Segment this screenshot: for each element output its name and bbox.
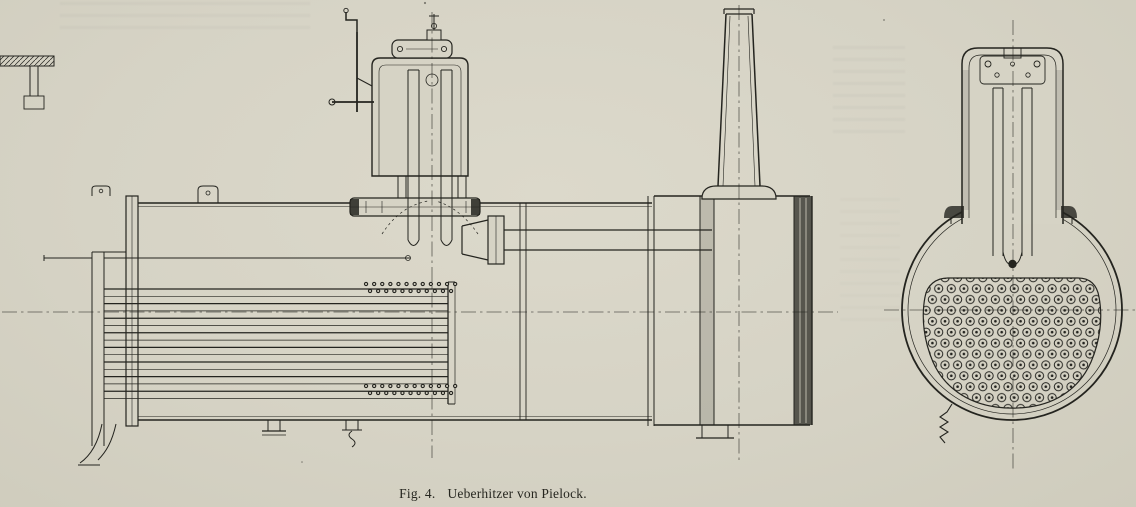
fire-tubes <box>104 281 456 405</box>
drain-cock <box>938 403 953 444</box>
housing-foot <box>944 206 964 218</box>
superheater-housing <box>961 47 1064 224</box>
down-pipes <box>992 87 1033 269</box>
boiler-barrel <box>104 185 652 448</box>
figure-caption: Fig. 4. Ueberhitzer von Pielock. <box>352 486 634 502</box>
paper-specks <box>301 1 885 463</box>
drain-squiggle <box>348 430 356 448</box>
housing-cover <box>979 55 1046 85</box>
side-view <box>43 7 813 466</box>
cross-section-view <box>901 47 1123 444</box>
tube-plate <box>922 277 1102 409</box>
smokebox-front-ring <box>794 196 812 425</box>
centerlines <box>2 5 1136 470</box>
figure-label: Fig. 4. <box>399 486 436 501</box>
valve-chest <box>371 57 469 177</box>
figure-title: Ueberhitzer von Pielock. <box>447 486 587 501</box>
lever-handle <box>345 12 358 32</box>
rivet-rows <box>363 281 461 396</box>
wall-bracket <box>0 55 55 110</box>
steam-pipe <box>461 215 712 265</box>
smokebox <box>647 195 813 439</box>
housing-foot <box>1061 206 1077 218</box>
superheater-apparatus <box>328 7 481 246</box>
